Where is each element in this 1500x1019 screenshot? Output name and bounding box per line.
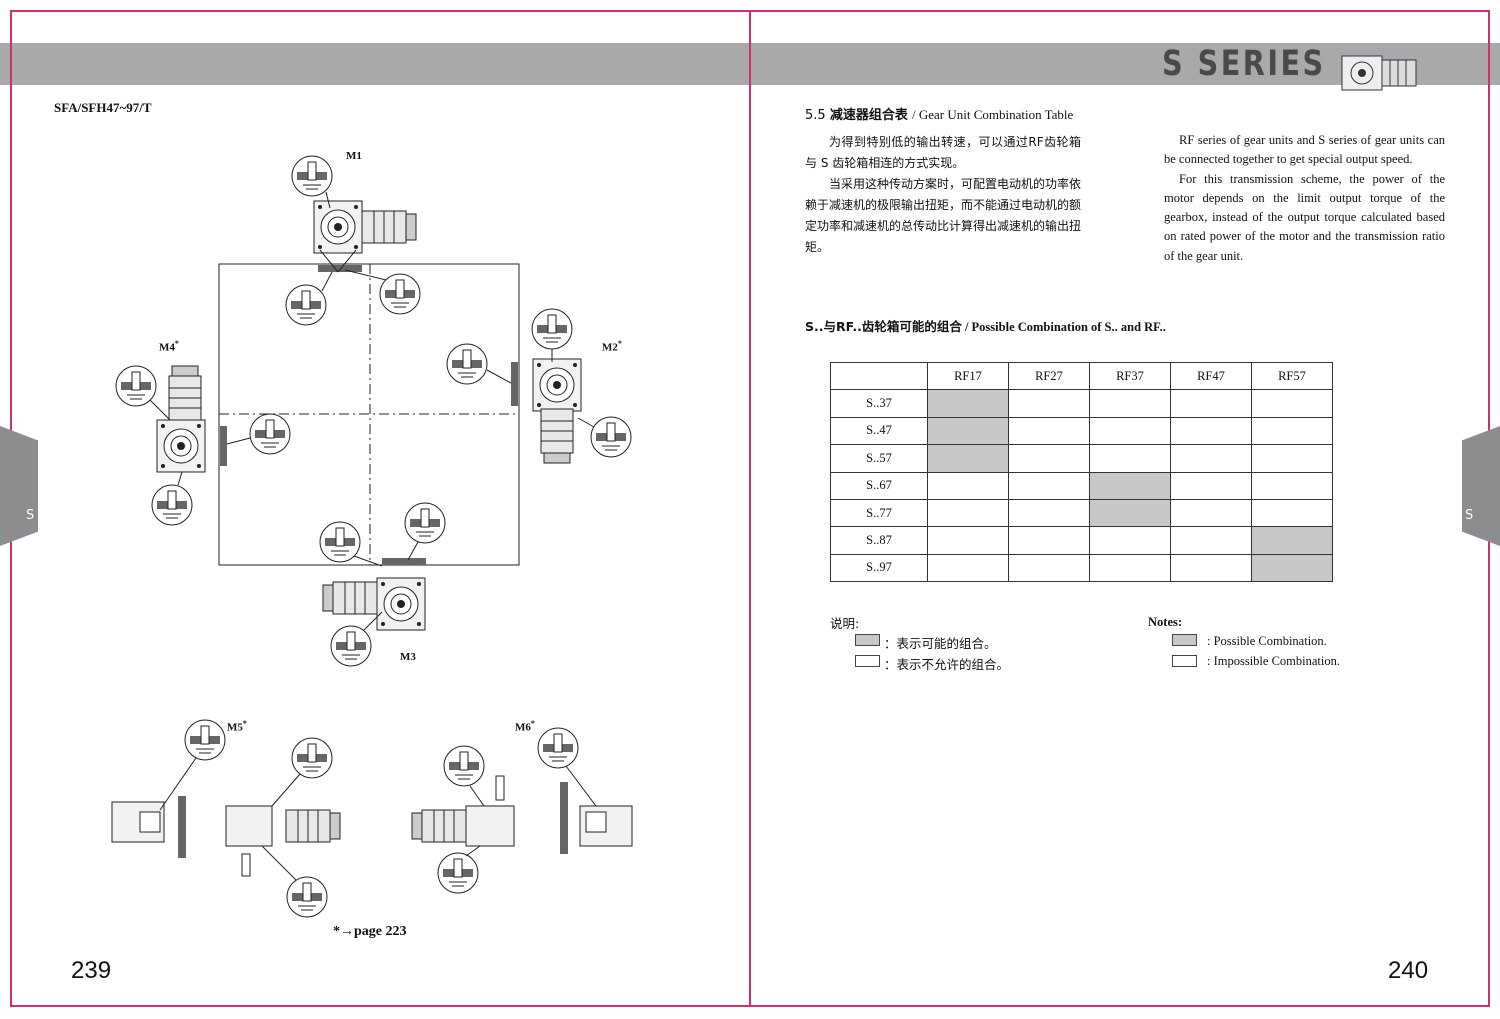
impossible-cell xyxy=(1008,526,1090,555)
m1-label: M1 xyxy=(346,150,362,162)
impossible-cell xyxy=(1089,526,1171,555)
impossible-cell xyxy=(1170,471,1252,500)
row-header: S..87 xyxy=(830,526,928,555)
page-number-right: 240 xyxy=(1388,957,1429,984)
impossible-cell xyxy=(927,471,1009,500)
impossible-cell xyxy=(927,526,1009,555)
impossible-cell xyxy=(1008,444,1090,473)
impossible-cell xyxy=(1251,444,1333,473)
column-header: RF17 xyxy=(927,361,1009,391)
legend-swatch-impossible-en xyxy=(1172,655,1197,667)
legend-title-cn: 说明: xyxy=(830,616,860,631)
possible-cell xyxy=(927,416,1009,446)
possible-cell xyxy=(1251,526,1333,555)
possible-cell xyxy=(1089,471,1171,500)
section-tab-right xyxy=(1462,426,1500,546)
m3-label: M3 xyxy=(400,651,416,663)
possible-cell xyxy=(927,389,1009,418)
mounting-positions-diagram xyxy=(111,155,633,918)
legend-possible-en: : Possible Combination. xyxy=(1207,634,1327,648)
impossible-cell xyxy=(1170,553,1252,583)
impossible-cell xyxy=(1008,553,1090,583)
m1-unit xyxy=(285,155,421,326)
legend-swatch-impossible xyxy=(855,655,880,667)
table-row: S..47 xyxy=(830,416,1333,446)
row-header: S..67 xyxy=(830,471,928,500)
row-header: S..97 xyxy=(830,553,928,583)
impossible-cell xyxy=(1089,389,1171,418)
row-header: S..37 xyxy=(830,389,928,418)
impossible-cell xyxy=(1008,389,1090,418)
gear-motor-icon xyxy=(1341,55,1417,91)
impossible-cell xyxy=(1251,389,1333,418)
table-row: S..77 xyxy=(830,498,1333,528)
column-header: RF27 xyxy=(1008,361,1090,391)
impossible-cell xyxy=(1008,498,1090,528)
legend-title-en: Notes: xyxy=(1148,615,1183,629)
impossible-cell xyxy=(1089,553,1171,583)
legend-swatch-possible xyxy=(855,634,880,646)
row-header: S..47 xyxy=(830,416,928,446)
section-heading: 5.5 减速器组合表 / Gear Unit Combination Table xyxy=(805,107,1074,123)
combination-title: S..与RF..齿轮箱可能的组合 / Possible Combination … xyxy=(805,319,1166,334)
column-header: RF57 xyxy=(1251,361,1333,391)
m6-label: M6* xyxy=(515,719,535,734)
impossible-cell xyxy=(1170,416,1252,446)
impossible-cell xyxy=(1008,416,1090,446)
impossible-cell xyxy=(927,498,1009,528)
possible-cell xyxy=(927,444,1009,473)
impossible-cell xyxy=(1251,416,1333,446)
impossible-cell xyxy=(1089,416,1171,446)
m2-unit xyxy=(446,308,632,464)
model-designation: SFA/SFH47~97/T xyxy=(54,100,152,115)
m3-unit xyxy=(319,502,446,667)
m5-unit xyxy=(111,719,341,918)
impossible-cell xyxy=(1170,498,1252,528)
row-header: S..57 xyxy=(830,444,928,473)
impossible-cell xyxy=(1251,498,1333,528)
legend-possible-cn: ：表示可能的组合。 xyxy=(884,636,997,651)
table-row: S..97 xyxy=(830,553,1333,583)
impossible-cell xyxy=(1170,444,1252,473)
m4-unit xyxy=(115,365,291,526)
impossible-cell xyxy=(1170,389,1252,418)
section-tab-letter-left: S xyxy=(26,508,35,523)
table-row: S..37 xyxy=(830,389,1333,418)
m5-label: M5* xyxy=(227,719,247,734)
table-row: S..67 xyxy=(830,471,1333,500)
column-header: RF47 xyxy=(1170,361,1252,391)
section-tab-letter-right: S xyxy=(1465,508,1474,523)
table-row: S..87 xyxy=(830,526,1333,555)
table-corner-cell xyxy=(830,361,928,391)
description-en: RF series of gear units and S series of … xyxy=(1164,133,1445,263)
m2-label: M2* xyxy=(602,339,622,354)
m4-label: M4* xyxy=(159,339,179,354)
m6-unit xyxy=(411,727,633,894)
row-header: S..77 xyxy=(830,498,928,528)
page-divider xyxy=(749,10,751,1007)
possible-cell xyxy=(1251,553,1333,583)
legend-swatch-possible-en xyxy=(1172,634,1197,646)
series-title: S SERIES xyxy=(1162,44,1326,84)
impossible-cell xyxy=(1251,471,1333,500)
impossible-cell xyxy=(1008,471,1090,500)
section-tab-left xyxy=(0,426,38,546)
legend-impossible-en: : Impossible Combination. xyxy=(1207,654,1340,668)
table-row: S..57 xyxy=(830,444,1333,473)
possible-cell xyxy=(1089,498,1171,528)
impossible-cell xyxy=(927,553,1009,583)
impossible-cell xyxy=(1170,526,1252,555)
column-header: RF37 xyxy=(1089,361,1171,391)
legend-impossible-cn: ：表示不允许的组合。 xyxy=(884,657,1010,672)
description-cn: 为得到特别低的输出转速，可以通过RF齿轮箱与 S 齿轮箱相连的方式实现。 当采用… xyxy=(805,135,1082,254)
page-number-left: 239 xyxy=(71,957,112,984)
impossible-cell xyxy=(1089,444,1171,473)
page-reference: *→page 223 xyxy=(333,924,407,939)
